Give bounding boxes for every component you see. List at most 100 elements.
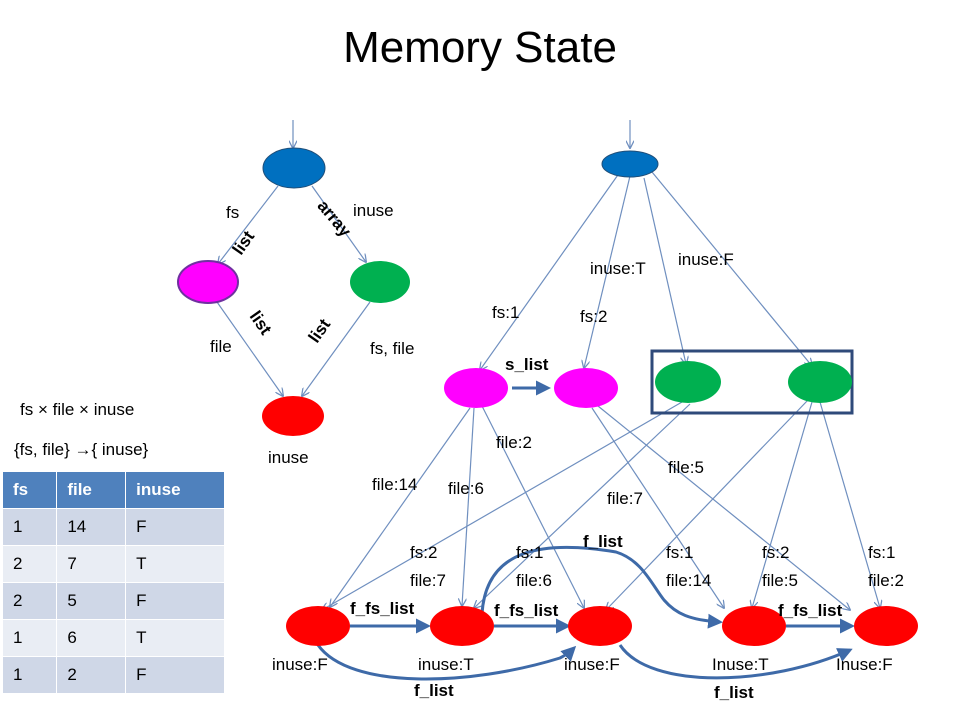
leaf-2-inuse: inuse:T bbox=[418, 655, 474, 674]
leaf-4-file: file:14 bbox=[666, 571, 711, 590]
label-fs2: fs:2 bbox=[580, 307, 607, 326]
edge-file6 bbox=[462, 407, 475, 606]
label-inuseT: inuse:T bbox=[590, 259, 646, 278]
label-f-list-top: f_list bbox=[583, 532, 623, 551]
table-cell: F bbox=[125, 582, 225, 620]
right-edge-fs2 bbox=[584, 175, 631, 368]
leaf-6-fs: fs:1 bbox=[868, 543, 895, 562]
edge-inuseT-to-leaf2 bbox=[474, 403, 691, 608]
table-cell: 1 bbox=[3, 656, 58, 693]
edge-inuseF-to-leaf6 bbox=[819, 401, 880, 608]
edge-file2 bbox=[481, 405, 584, 608]
leaf-2-file: file:6 bbox=[516, 571, 552, 590]
table-cell: 7 bbox=[56, 545, 127, 583]
table-row: 1 6 T bbox=[3, 619, 225, 657]
table-cell: T bbox=[125, 545, 225, 583]
leaf-1-file: file:7 bbox=[410, 571, 446, 590]
left-edge-file bbox=[216, 301, 283, 396]
table-cell: 2 bbox=[3, 545, 58, 583]
leaf-node-5 bbox=[854, 606, 918, 646]
edge-inuseF-to-leaf3 bbox=[606, 399, 809, 610]
left-leaf-node bbox=[262, 396, 324, 436]
leaf-6-file: file:2 bbox=[868, 571, 904, 590]
leaf-5-inuse: Inuse:F bbox=[836, 655, 893, 674]
table-row: 1 2 F bbox=[3, 656, 225, 693]
edge-file5-from-fs2 bbox=[597, 405, 850, 610]
label-s-list: s_list bbox=[505, 355, 549, 374]
left-label-file: file bbox=[210, 337, 232, 356]
table-cell: 5 bbox=[56, 582, 127, 620]
left-graph: fs list inuse array file list fs, file l… bbox=[177, 120, 414, 467]
f-list-top-arrow bbox=[480, 545, 723, 629]
table-cell: F bbox=[125, 656, 225, 693]
label-file6: file:6 bbox=[448, 479, 484, 498]
left-type-list-fsfile: list bbox=[305, 315, 335, 346]
left-edge-inuse bbox=[311, 185, 366, 262]
table-header-inuse: inuse bbox=[125, 472, 225, 509]
right-inuseF-node bbox=[788, 361, 852, 403]
table-cell: T bbox=[125, 619, 225, 657]
f-list-bottom-arrow-2 bbox=[618, 644, 853, 680]
left-root-node bbox=[262, 147, 326, 189]
right-graph: fs:1 fs:2 inuse:T inuse:F s_list file:2 … bbox=[272, 120, 918, 702]
label-inuseF: inuse:F bbox=[678, 250, 734, 269]
edge-inuseT-to-leaf1 bbox=[322, 401, 683, 610]
f-list-bottom-arrow-1 bbox=[316, 644, 577, 681]
table-cell: F bbox=[125, 508, 225, 546]
left-inuse-node bbox=[350, 261, 410, 303]
page-title: Memory State bbox=[343, 23, 617, 72]
table-header-fs: fs bbox=[3, 472, 58, 509]
label-file2: file:2 bbox=[496, 433, 532, 452]
right-edge-fs1 bbox=[480, 171, 621, 370]
left-type-list-file: list bbox=[246, 307, 276, 338]
table-cell: 1 bbox=[3, 619, 58, 657]
table-row: 2 7 T bbox=[3, 545, 225, 583]
table-header-row: fs file inuse bbox=[3, 472, 225, 509]
left-type-array: array bbox=[314, 196, 356, 240]
leaf-1-fs: fs:2 bbox=[410, 543, 437, 562]
left-type-list-fs: list bbox=[229, 227, 259, 258]
table-cell: 2 bbox=[56, 656, 127, 693]
leaf-node-2 bbox=[430, 606, 494, 646]
tuple-table: fs file inuse 1 14 F 2 7 T 2 5 F 1 6 T 1… bbox=[3, 472, 225, 693]
table-row: 1 14 F bbox=[3, 508, 225, 546]
label-f-fs-list-2: f_fs_list bbox=[494, 601, 559, 620]
leaf-2-fs: fs:1 bbox=[516, 543, 543, 562]
label-f-list-bottom-1: f_list bbox=[414, 681, 454, 700]
table-cell: 6 bbox=[56, 619, 127, 657]
leaf-4-fs: fs:1 bbox=[666, 543, 693, 562]
leaf-node-4 bbox=[722, 606, 786, 646]
left-label-inuse: inuse bbox=[353, 201, 394, 220]
table-row: 2 5 F bbox=[3, 582, 225, 620]
right-root-node bbox=[601, 150, 659, 178]
label-file14: file:14 bbox=[372, 475, 417, 494]
label-f-fs-list-3: f_fs_list bbox=[778, 601, 843, 620]
relation-product: fs × file × inuse bbox=[20, 400, 134, 419]
leaf-4-inuse: Inuse:T bbox=[712, 655, 769, 674]
left-fs-node bbox=[177, 260, 239, 304]
leaf-5-fs: fs:2 bbox=[762, 543, 789, 562]
table-header-file: file bbox=[56, 472, 127, 509]
label-f-list-bottom-2: f_list bbox=[714, 683, 754, 702]
edge-file14 bbox=[330, 407, 471, 607]
left-edge-fs bbox=[218, 185, 279, 264]
right-inuseT-node bbox=[655, 361, 721, 403]
label-f-fs-list-1: f_fs_list bbox=[350, 599, 415, 618]
left-edge-fsfile bbox=[302, 301, 371, 396]
left-label-fsfile: fs, file bbox=[370, 339, 414, 358]
label-fs1: fs:1 bbox=[492, 303, 519, 322]
right-fs1-node bbox=[444, 368, 508, 408]
edge-inuseF-to-leaf4 bbox=[752, 401, 813, 608]
table-cell: 1 bbox=[3, 508, 58, 546]
right-edge-inuseT bbox=[643, 177, 686, 364]
leaf-3-inuse: inuse:F bbox=[564, 655, 620, 674]
right-fs2-node bbox=[554, 368, 618, 408]
left-label-fs: fs bbox=[226, 203, 239, 222]
table-cell: 2 bbox=[3, 582, 58, 620]
left-bottom-label: inuse bbox=[268, 448, 309, 467]
table-cell: 14 bbox=[56, 508, 127, 546]
label-file5: file:5 bbox=[668, 458, 704, 477]
right-edge-inuseF bbox=[651, 171, 812, 366]
leaf-node-3 bbox=[568, 606, 632, 646]
